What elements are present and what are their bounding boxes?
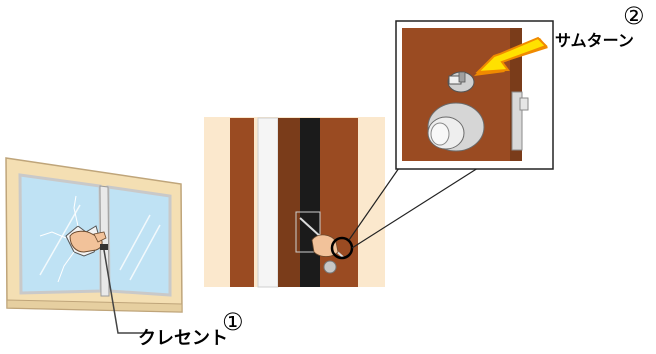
door-frame-stripe [258, 118, 278, 287]
crescent-label: クレセント [138, 324, 228, 350]
thumbturn-label: サムターン [555, 27, 634, 51]
door-panel-right [320, 118, 358, 287]
thumbturn-zoom-callout [396, 21, 553, 169]
door-edge-left [230, 118, 254, 287]
door-gap [300, 118, 320, 287]
door-jamb [278, 118, 300, 287]
thumbturn-number: ② [623, 4, 645, 28]
door-illustration [204, 117, 385, 287]
right-glass-pane [108, 187, 170, 295]
crescent-lock-icon [100, 244, 108, 250]
window-illustration [6, 158, 182, 333]
